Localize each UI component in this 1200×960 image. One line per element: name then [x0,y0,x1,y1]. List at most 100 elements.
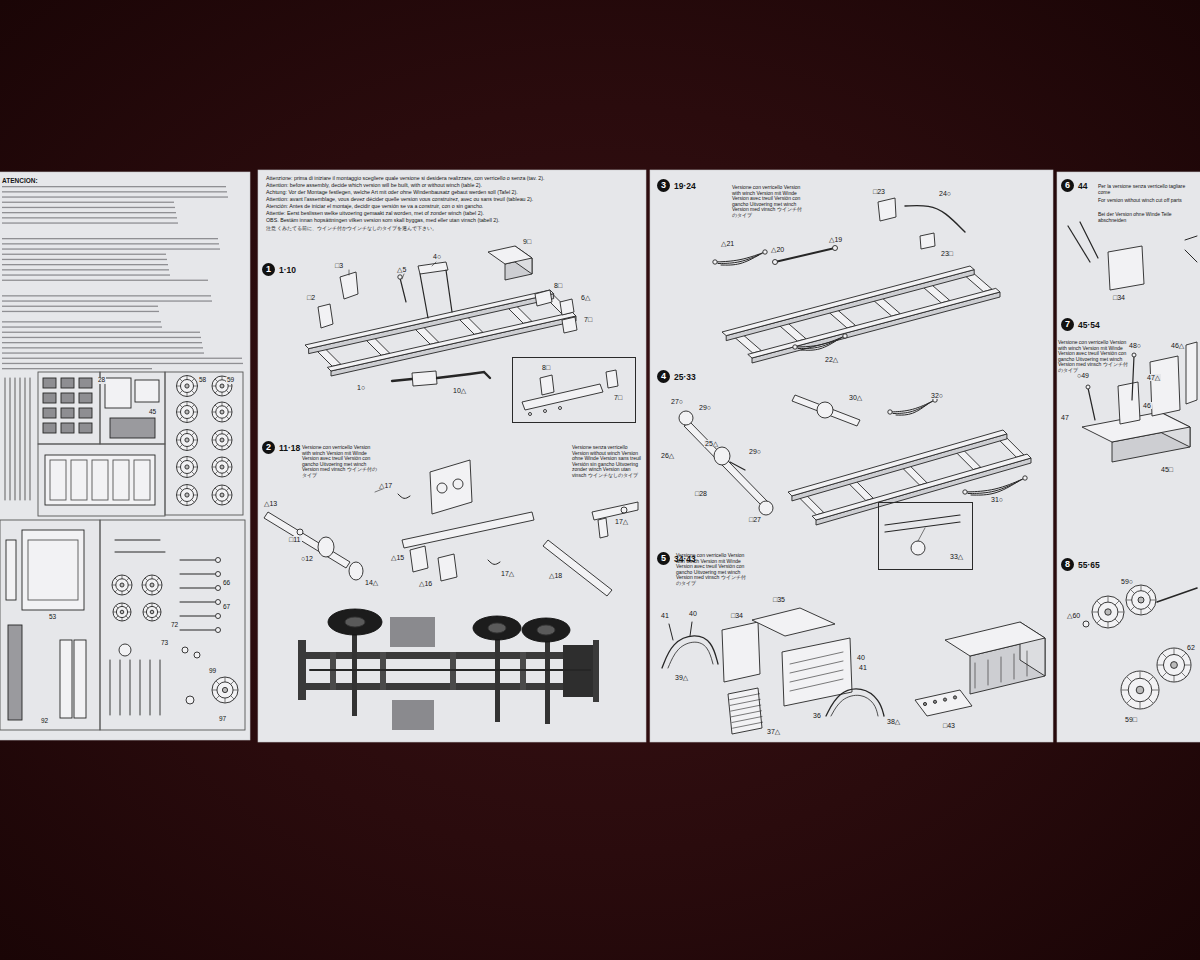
tyre-tread [1163,654,1167,658]
panel-part [1186,342,1197,404]
frame-rail [327,312,576,371]
fine-print [2,248,220,249]
wheel-hub [185,493,189,497]
frame-rail [748,288,1000,358]
tyre-tread [187,419,188,422]
tyre-tread [116,606,118,608]
wheel-hub [1171,662,1178,669]
step-number: 6 [1061,179,1074,192]
callout-number: 33△ [949,553,964,560]
spring-eye [843,334,847,338]
tyre-tread [146,616,148,618]
instruction-text: Attenzione: prima di iniziare il montagg… [266,176,544,182]
plate-part [752,608,835,636]
tyre-tread [1141,610,1142,615]
callout-number: 22△ [824,356,839,363]
tyre-tread [152,618,153,621]
axle-photo [352,632,357,716]
wheel-part [1092,596,1124,628]
callout-number: 27○ [670,398,684,405]
instruction-text: OBS. Bestäm innan hopsättningen vilken v… [266,218,499,224]
step-badge: 11·10 [262,263,296,276]
tyre-tread [192,405,194,407]
tyre-tread [180,460,182,462]
wheel-hub [1105,609,1111,615]
body-detail [790,652,843,664]
sprue-bar [25,378,26,500]
tyre-tread [227,433,229,435]
leader-line [432,262,436,266]
tyre-tread [222,377,223,380]
wheel-part [143,603,161,621]
tyre-tread [146,606,148,608]
bracket-part [920,233,935,249]
bracket-part [340,272,358,299]
tyre-tread [1174,676,1175,681]
callout-number: 8□ [553,282,563,289]
panel-part [722,622,760,682]
tyre-tread [187,447,188,450]
rivet [544,410,547,413]
tyre-tread [158,612,161,613]
wheel-part [177,376,198,397]
hub-part [349,562,363,580]
callout-number: 73 [160,640,169,647]
instruction-page [650,170,1053,742]
wheel-hub [220,493,224,497]
stay-part [669,624,673,640]
spring-eye [963,490,967,494]
tyre-tread [1131,590,1134,593]
tyre-tread [126,616,128,618]
tyre-tread [177,440,180,441]
fine-print [2,207,175,208]
tyre-tread [192,417,194,419]
wheel-part [177,457,198,478]
tyre-tread [192,445,194,447]
tyre-tread [228,495,231,496]
lever-part [1132,356,1134,400]
callout-number: 62 [1186,644,1196,651]
fine-print [2,269,169,270]
grille-slot [731,705,761,711]
tyre-tread [1140,702,1141,708]
wheel-rim [146,579,158,591]
lever-part [1088,388,1095,420]
fine-print [2,196,228,197]
callout-number: 17△ [614,518,629,525]
small-part [182,647,188,653]
leaf-spring [801,339,839,350]
tyre-tread [180,417,182,419]
wheel-part [1121,671,1159,709]
pipe-part [905,206,965,232]
callout-number: 47△ [1146,374,1161,381]
callout-number: 46△ [1170,342,1185,349]
tyre-tread [213,440,216,441]
rod-part [180,588,215,589]
tyre-tread [143,585,146,586]
lever-knob [1086,385,1090,389]
wheel-hub [185,438,189,442]
tyre-tread [192,379,194,381]
tyre-tread [216,681,219,684]
bracket-detail [540,375,554,395]
instruction-text: Atención: Antes de iniciar el montaje, d… [266,204,483,210]
fine-print [2,259,167,260]
tyre-photo [522,618,570,642]
seat-photo [390,617,435,647]
callout-number: 45□ [1160,466,1174,473]
wheel-hub [185,410,189,414]
tyre-tread [187,393,188,396]
callout-number: 59○ [1120,578,1134,585]
tyre-tread [156,606,158,608]
tyre-tread [187,485,188,488]
wheel-hub [220,438,224,442]
spring-part [71,460,87,500]
tyre-tread [187,402,188,405]
fender-part [831,695,878,716]
wheel-hub [150,610,154,614]
lever-knob [1132,353,1136,357]
fine-print [2,337,201,338]
step-number: 5 [657,552,670,565]
wheel-rim [146,606,157,617]
instruction-page [258,170,646,742]
